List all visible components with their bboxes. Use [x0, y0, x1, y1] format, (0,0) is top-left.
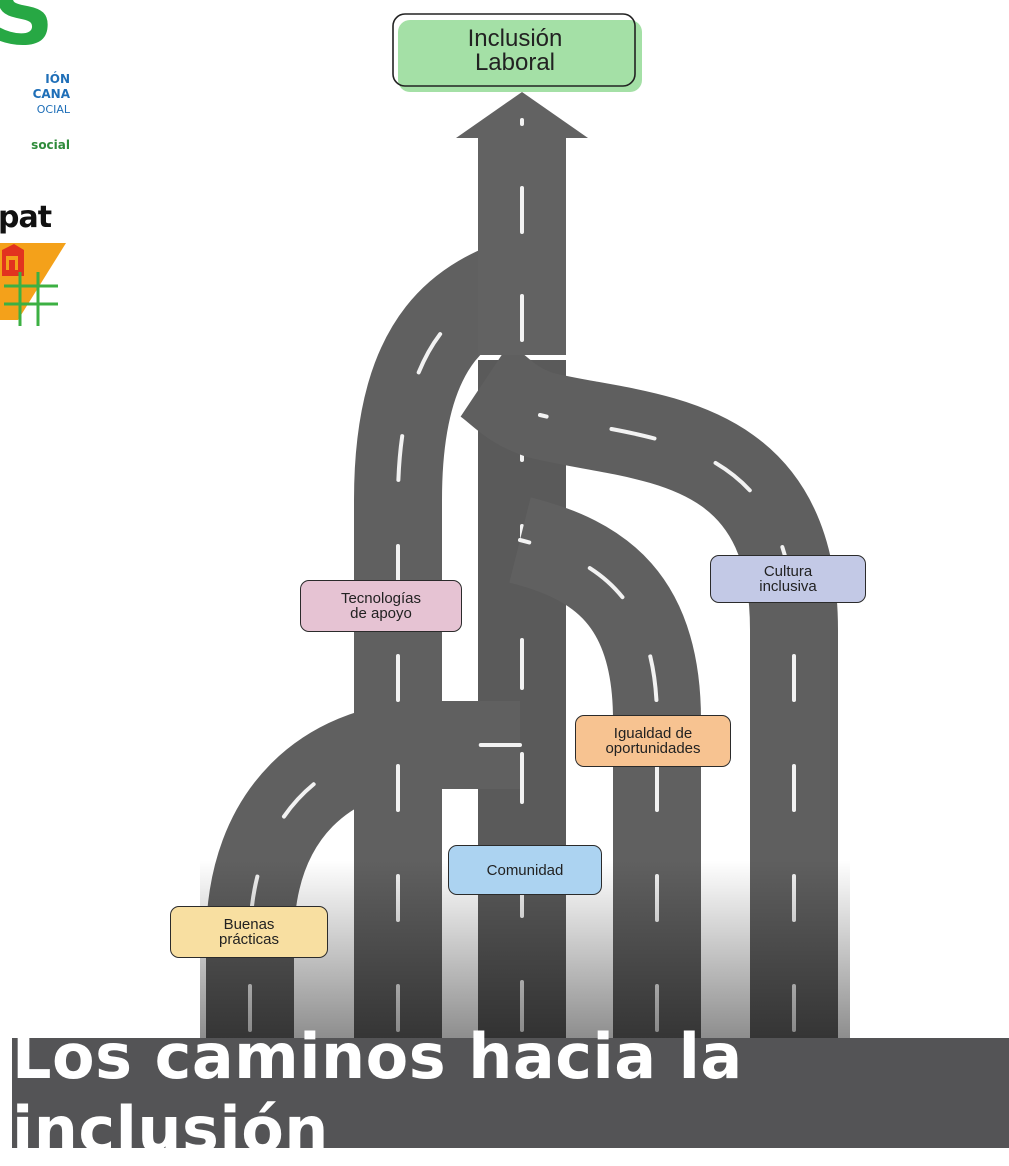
- label-comunidad: Comunidad: [448, 845, 602, 895]
- label-cultura-text: Cultura inclusiva: [759, 563, 817, 595]
- title-sign-fill: [398, 20, 642, 92]
- label-cultura: Cultura inclusiva: [710, 555, 866, 603]
- title-sign: [392, 13, 642, 92]
- title-banner: Los caminos hacia la inclusión: [12, 1020, 1009, 1166]
- logo-text-line-2: CANA: [32, 87, 70, 101]
- title-sign-label: Inclusión Laboral: [395, 16, 635, 86]
- label-igualdad: Igualdad de oportunidades: [575, 715, 731, 767]
- label-comunidad-text: Comunidad: [486, 861, 564, 879]
- organization-logo: S IÓN CANA OCIAL social: [0, 0, 70, 160]
- label-igualdad-text: Igualdad de oportunidades: [605, 725, 701, 757]
- title-banner-text: Los caminos hacia la inclusión: [12, 1020, 743, 1166]
- label-tecnologias: Tecnologías de apoyo: [300, 580, 462, 632]
- pat-logo-text: pat: [0, 200, 52, 235]
- pat-logo: pat: [0, 200, 70, 330]
- pat-logo-graphic: [0, 243, 66, 326]
- label-tecnologias-text: Tecnologías de apoyo: [340, 590, 422, 622]
- road-igualdad: [508, 497, 701, 1040]
- label-buenas: Buenas prácticas: [170, 906, 328, 958]
- title-sign-outline: [392, 13, 636, 87]
- main-trunk: [456, 92, 588, 355]
- logo-text-line-1: IÓN: [45, 72, 70, 86]
- logo-text-line-3: OCIAL: [36, 103, 70, 116]
- label-buenas-text: Buenas prácticas: [218, 916, 280, 948]
- logo-mark: S: [0, 0, 54, 65]
- logo-text-line-4: social: [31, 138, 70, 152]
- title-sign-text: Inclusión Laboral: [467, 25, 563, 76]
